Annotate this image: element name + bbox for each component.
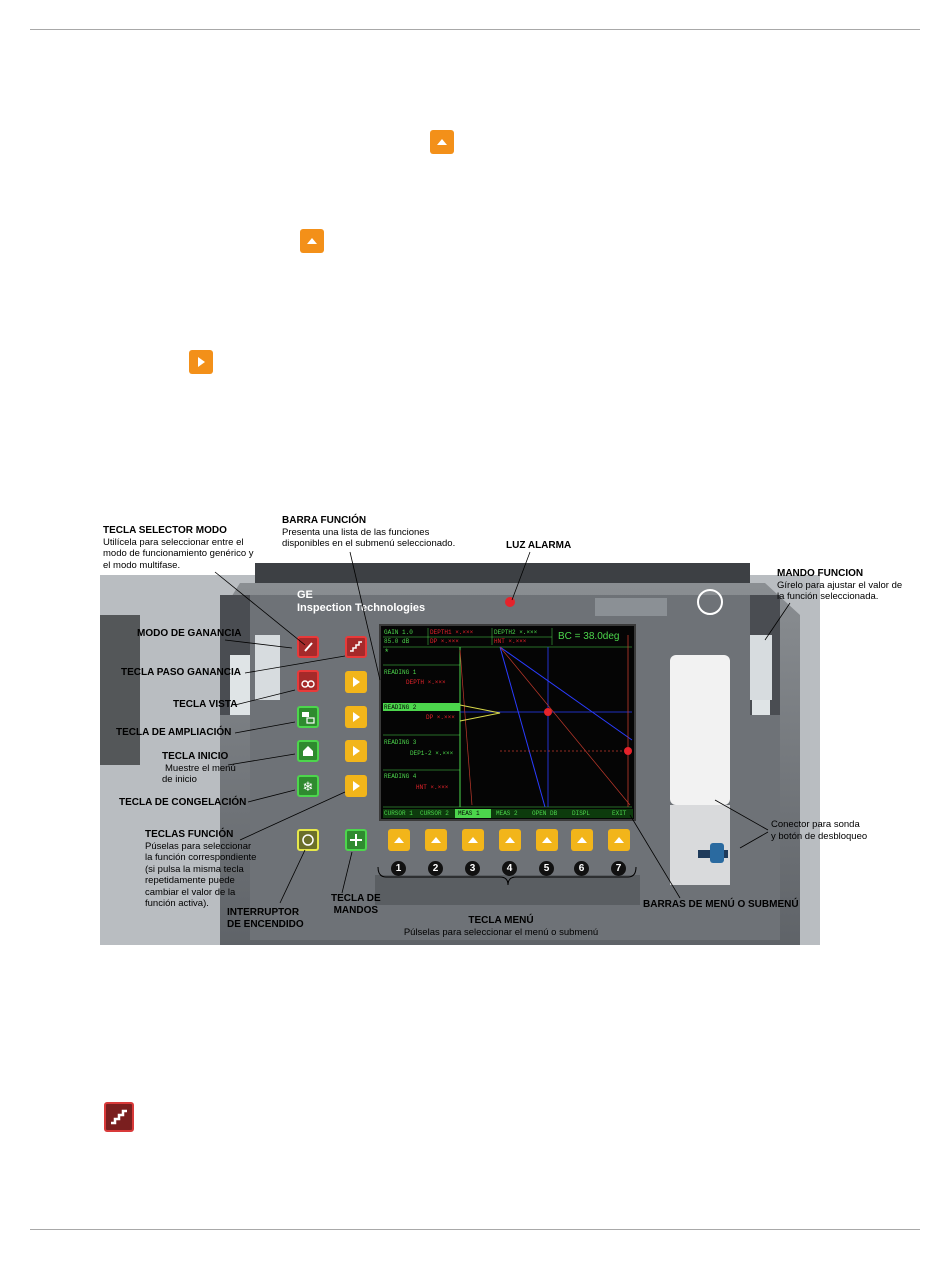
callout-tecla-menu: TECLA MENÚ Púlselas para seleccionar el … bbox=[403, 915, 599, 938]
reading-4-value: HNT ×.××× bbox=[416, 784, 449, 791]
home-key[interactable] bbox=[297, 740, 319, 762]
reading-1-value: DEPTH ×.××× bbox=[406, 679, 446, 686]
screen-menu-4: MEAS 2 bbox=[496, 810, 518, 817]
top-rule bbox=[30, 29, 920, 30]
screen-star: * bbox=[384, 648, 390, 658]
freeze-key[interactable]: ❄ bbox=[297, 775, 319, 797]
reading-4-label: READING 4 bbox=[384, 773, 417, 780]
function-key-3[interactable] bbox=[345, 740, 367, 762]
menu-number-4: 4 bbox=[502, 861, 517, 876]
screen-gain: GAIN 1.0 bbox=[384, 629, 413, 636]
callout-barras-menu: BARRAS DE MENÚ O SUBMENÚ bbox=[643, 899, 799, 910]
callout-mando-funcion: MANDO FUNCION Gírelo para ajustar el val… bbox=[777, 568, 903, 602]
screen-cell-4: HNT ×.××× bbox=[494, 638, 527, 645]
reading-2-label: READING 2 bbox=[384, 704, 417, 711]
gain-step-key-icon bbox=[104, 1102, 134, 1132]
right-arrow-key-icon bbox=[189, 350, 213, 374]
reading-3-label: READING 3 bbox=[384, 739, 417, 746]
mode-selector-key[interactable] bbox=[297, 636, 319, 658]
screen-cell-1: DEPTH1 ×.××× bbox=[430, 629, 474, 636]
callout-barra-funcion: BARRA FUNCIÓN Presenta una lista de las … bbox=[282, 515, 456, 549]
screen-menu-6: DISPL bbox=[572, 810, 591, 817]
callout-luz-alarma: LUZ ALARMA bbox=[506, 540, 572, 551]
menu-key-6[interactable] bbox=[571, 829, 593, 851]
screen-menu-3: MEAS 1 bbox=[458, 810, 480, 817]
menu-key-4[interactable] bbox=[499, 829, 521, 851]
callout-tecla-de-mandos: TECLA DE MANDOS bbox=[331, 893, 381, 916]
function-key-4[interactable] bbox=[345, 775, 367, 797]
gain-step-key[interactable] bbox=[345, 636, 367, 658]
callout-tecla-inicio: TECLA INICIO Muestre el menú de inicio bbox=[162, 751, 236, 785]
callout-tecla-vista: TECLA VISTA bbox=[173, 699, 238, 710]
screen-db: 85.0 dB bbox=[384, 638, 410, 645]
knob-key[interactable] bbox=[345, 829, 367, 851]
zoom-key[interactable] bbox=[297, 706, 319, 728]
screen-cell-2: DEPTH2 ×.××× bbox=[494, 629, 538, 636]
menu-number-6: 6 bbox=[574, 861, 589, 876]
callout-conector: Conector para sonda y botón de desbloque… bbox=[771, 819, 868, 842]
screen-cell-3: DP ×.××× bbox=[430, 638, 459, 645]
brand-line2: Inspection Technologies bbox=[297, 602, 426, 614]
screen-bc: BC = 38.0deg bbox=[558, 631, 620, 642]
bottom-rule bbox=[30, 1229, 920, 1230]
menu-key-5[interactable] bbox=[536, 829, 558, 851]
menu-number-3: 3 bbox=[465, 861, 480, 876]
brand-line1: GE bbox=[297, 589, 313, 601]
up-arrow-key-icon bbox=[430, 130, 454, 154]
reading-2-value: DP ×.××× bbox=[426, 714, 455, 721]
menu-number-7: 7 bbox=[611, 861, 626, 876]
reading-3-value: DEP1-2 ×.××× bbox=[410, 750, 454, 757]
screen-menu-5: OPEN DB bbox=[532, 810, 558, 817]
menu-number-1: 1 bbox=[391, 861, 406, 876]
callout-modo-de-ganancia: MODO DE GANANCIA bbox=[137, 628, 242, 639]
screen-menu-2: CURSOR 2 bbox=[420, 810, 449, 817]
up-arrow-key-icon bbox=[300, 229, 324, 253]
power-switch-key[interactable] bbox=[297, 829, 319, 851]
menu-key-3[interactable] bbox=[462, 829, 484, 851]
callout-tecla-paso-ganancia: TECLA PASO GANANCIA bbox=[121, 667, 241, 678]
menu-key-1[interactable] bbox=[388, 829, 410, 851]
function-key-1[interactable] bbox=[345, 671, 367, 693]
callout-teclas-funcion: TECLAS FUNCIÓN Púselas para seleccionar … bbox=[145, 829, 257, 909]
callout-tecla-de-ampliacion: TECLA DE AMPLIACIÓN bbox=[116, 727, 232, 738]
callout-tecla-de-congelacion: TECLA DE CONGELACIÓN bbox=[119, 797, 247, 808]
function-key-2[interactable] bbox=[345, 706, 367, 728]
callout-tecla-selector-modo: TECLA SELECTOR MODO Utilícela para selec… bbox=[103, 525, 254, 571]
menu-number-2: 2 bbox=[428, 861, 443, 876]
reading-1-label: READING 1 bbox=[384, 669, 417, 676]
menu-key-7[interactable] bbox=[608, 829, 630, 851]
screen-menu-7: EXIT bbox=[612, 810, 627, 817]
callout-interruptor: INTERRUPTOR DE ENCENDIDO bbox=[227, 907, 304, 930]
menu-key-2[interactable] bbox=[425, 829, 447, 851]
menu-number-5: 5 bbox=[539, 861, 554, 876]
svg-text:❄: ❄ bbox=[303, 780, 314, 795]
screen-menu-1: CURSOR 1 bbox=[384, 810, 413, 817]
view-key[interactable] bbox=[297, 670, 319, 692]
